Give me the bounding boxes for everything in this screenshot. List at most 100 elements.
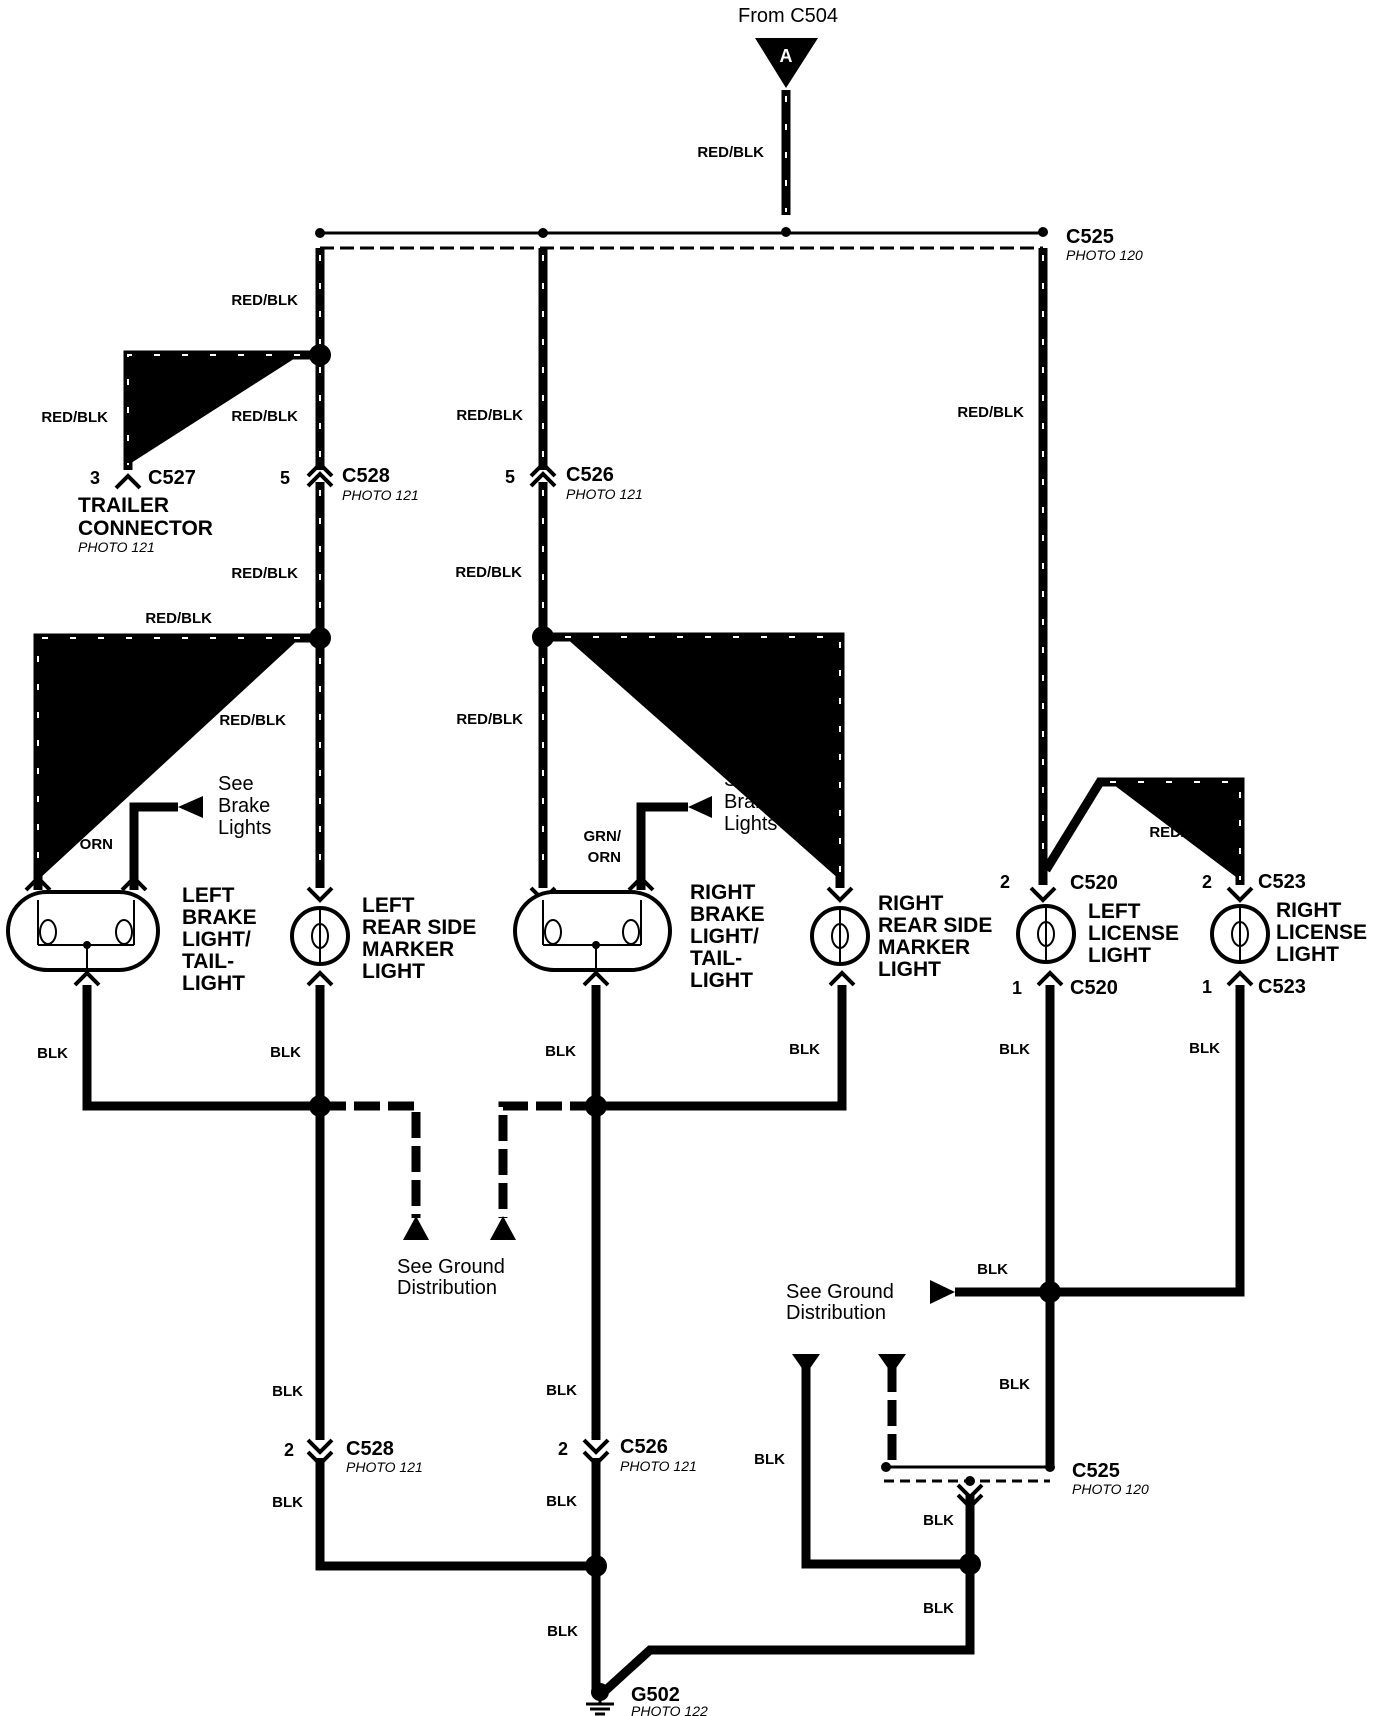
wire-blk-right-license	[955, 985, 1245, 1297]
svg-text:LIGHT: LIGHT	[690, 969, 753, 992]
svg-text:BLK: BLK	[923, 1600, 954, 1617]
svg-text:Distribution: Distribution	[786, 1302, 886, 1324]
svg-text:RED/BLK: RED/BLK	[957, 404, 1024, 421]
svg-text:Lights: Lights	[724, 813, 777, 835]
arrow-ground-left	[403, 1216, 429, 1240]
svg-text:RED/BLK: RED/BLK	[231, 292, 298, 309]
svg-text:Distribution: Distribution	[397, 1277, 497, 1299]
svg-text:1: 1	[1202, 977, 1212, 997]
svg-text:RED/BLK: RED/BLK	[455, 564, 522, 581]
right-marker-light-label: RIGHT	[878, 892, 944, 915]
svg-text:PHOTO 121: PHOTO 121	[620, 1458, 697, 1474]
svg-text:BLK: BLK	[977, 1261, 1008, 1278]
svg-text:3: 3	[90, 468, 100, 488]
svg-text:RED/BLK: RED/BLK	[749, 710, 816, 727]
c526-bot-name: C526	[620, 1436, 668, 1458]
svg-text:REAR SIDE: REAR SIDE	[362, 916, 476, 939]
svg-text:ORN: ORN	[80, 836, 113, 853]
arrow-ground-right	[490, 1216, 516, 1240]
c528-bot-name: C528	[346, 1438, 394, 1460]
svg-text:BLK: BLK	[1189, 1040, 1220, 1057]
svg-text:LIGHT: LIGHT	[1276, 943, 1339, 966]
svg-text:BLK: BLK	[923, 1512, 954, 1529]
svg-text:PHOTO 121: PHOTO 121	[346, 1459, 423, 1475]
c525-bot-name: C525	[1072, 1460, 1120, 1482]
splice-trailer	[309, 344, 331, 366]
svg-text:1: 1	[1012, 978, 1022, 998]
arrow-ground-down-right	[878, 1354, 906, 1374]
svg-text:ORN: ORN	[588, 849, 621, 866]
wire-ground-stub-left	[320, 1101, 421, 1218]
svg-text:BRAKE: BRAKE	[690, 903, 765, 926]
svg-text:BLK: BLK	[999, 1376, 1030, 1393]
svg-text:5: 5	[280, 468, 290, 488]
note-see-brake-right: See	[724, 769, 760, 791]
red-blk-stripes	[37, 96, 1241, 880]
splice-left-brake	[309, 627, 331, 649]
svg-text:TAIL-: TAIL-	[690, 947, 742, 970]
note-see-ground-right: See Ground	[786, 1281, 894, 1303]
svg-text:PHOTO 121: PHOTO 121	[78, 539, 155, 555]
arrow-left-brake-ref	[178, 796, 203, 818]
svg-text:2: 2	[558, 1439, 568, 1459]
left-brake-light	[6, 890, 160, 972]
wire-labels: RED/BLK RED/BLK RED/BLK RED/BLK RED/BLK …	[37, 144, 1220, 1640]
source-marker-triangle	[755, 38, 818, 88]
svg-text:BLK: BLK	[999, 1041, 1030, 1058]
svg-text:BLK: BLK	[754, 1451, 785, 1468]
source-marker-letter: A	[780, 46, 793, 66]
c525-top-photo: PHOTO 120	[1066, 247, 1143, 263]
svg-text:RED/BLK: RED/BLK	[697, 144, 764, 161]
right-brake-light	[513, 890, 672, 972]
svg-text:BLK: BLK	[272, 1383, 303, 1400]
svg-text:PHOTO 121: PHOTO 121	[342, 487, 419, 503]
c525-top-name: C525	[1066, 226, 1114, 248]
svg-text:LICENSE: LICENSE	[1276, 921, 1367, 944]
wire-blk-left-brake	[82, 985, 320, 1111]
connector-labels: C525 PHOTO 120 3 C527 5 C528 PHOTO 121 5…	[90, 226, 1306, 1716]
svg-text:BLK: BLK	[37, 1045, 68, 1062]
wire-blk-c528-lower	[315, 1458, 596, 1571]
svg-text:GRN/: GRN/	[584, 828, 622, 845]
svg-text:MARKER: MARKER	[362, 938, 454, 961]
svg-text:LIGHT/: LIGHT/	[690, 925, 759, 948]
wire-grn-orn	[636, 802, 688, 890]
svg-text:LIGHT: LIGHT	[182, 972, 245, 995]
svg-text:Brake: Brake	[218, 795, 270, 817]
svg-text:PHOTO 121: PHOTO 121	[566, 486, 643, 502]
c523-bot-name: C523	[1258, 976, 1306, 998]
svg-text:RED/BLK: RED/BLK	[1149, 824, 1216, 841]
svg-text:MARKER: MARKER	[878, 936, 970, 959]
trailer-connector-label: TRAILER	[78, 494, 169, 517]
svg-text:BLK: BLK	[546, 1493, 577, 1510]
left-marker-light	[290, 906, 350, 966]
svg-text:Lights: Lights	[218, 817, 271, 839]
wire-blk-right-marker	[596, 985, 847, 1111]
svg-text:PHOTO 120: PHOTO 120	[1072, 1481, 1149, 1497]
source-label: From C504	[738, 5, 838, 27]
svg-text:2: 2	[1000, 872, 1010, 892]
component-labels: TRAILER CONNECTOR PHOTO 121 LEFT BRAKE L…	[78, 494, 1367, 995]
svg-text:BRAKE: BRAKE	[182, 906, 257, 929]
svg-text:Brake: Brake	[724, 791, 776, 813]
svg-text:5: 5	[505, 467, 515, 487]
svg-text:REAR SIDE: REAR SIDE	[878, 914, 992, 937]
svg-text:RED/BLK: RED/BLK	[456, 407, 523, 424]
svg-text:LIGHT: LIGHT	[878, 958, 941, 981]
svg-text:RED/BLK: RED/BLK	[456, 711, 523, 728]
connector-chevrons	[24, 461, 1254, 1510]
right-license-light	[1210, 904, 1270, 964]
c528-top-name: C528	[342, 465, 390, 487]
c520-bot-name: C520	[1070, 977, 1118, 999]
c523-top-name: C523	[1258, 871, 1306, 893]
right-brake-light-label: RIGHT	[690, 881, 756, 904]
arrow-ground-c525	[930, 1280, 955, 1304]
left-marker-light-label: LEFT	[362, 894, 415, 917]
svg-text:BLK: BLK	[546, 1382, 577, 1399]
wire-blk-g502-feed	[602, 1494, 975, 1694]
svg-text:2: 2	[284, 1440, 294, 1460]
svg-text:RED/BLK: RED/BLK	[231, 565, 298, 582]
g502-name: G502	[631, 1684, 680, 1706]
svg-text:BLK: BLK	[545, 1043, 576, 1060]
